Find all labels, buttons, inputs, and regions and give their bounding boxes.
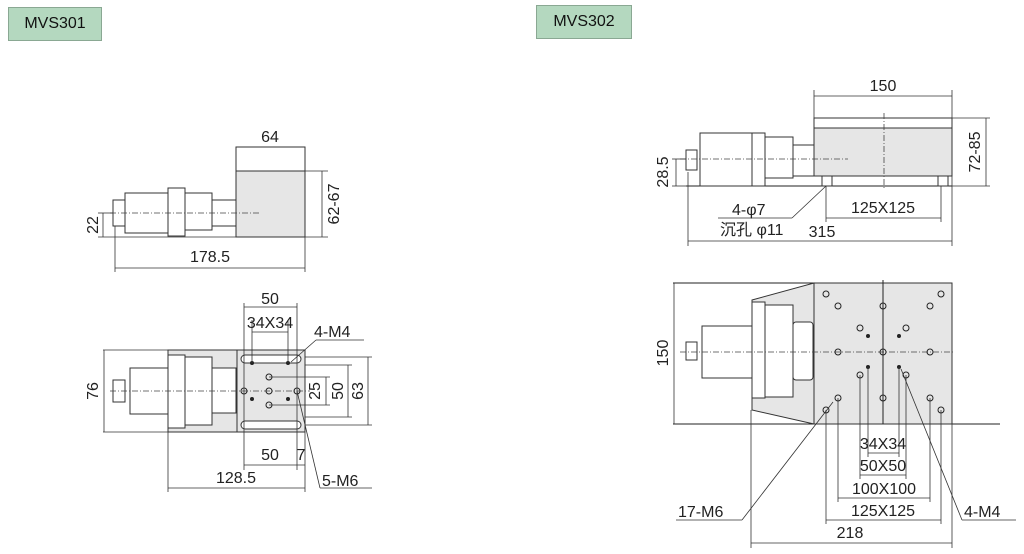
dim-axis-height: 22	[85, 216, 102, 234]
dim-mount-span: 125X125	[851, 200, 915, 217]
label-4-m4: 4-M4	[964, 504, 1001, 521]
dim-height: 62-67	[326, 183, 343, 224]
dim-bottom-50: 50	[261, 447, 279, 464]
mvs302-top-view: 150 34X34 50X50 100X100 125X125 218 17-M…	[655, 280, 1016, 548]
knob-icon	[685, 341, 698, 361]
dim-hole-span: 50	[261, 291, 279, 308]
label-mount-holes: 4-φ7	[732, 202, 766, 219]
label-17-m6: 17-M6	[678, 504, 723, 521]
dim-length: 315	[809, 224, 836, 241]
dim-50x50: 50X50	[860, 458, 906, 475]
dim-m4-span: 34X34	[247, 315, 293, 332]
dim-axis-height: 28.5	[655, 156, 672, 187]
label-counterbore: 沉孔 φ11	[720, 221, 784, 239]
dim-length: 178.5	[190, 249, 230, 266]
dim-width-63: 63	[350, 382, 367, 400]
model-badge-mvs302: MVS302	[536, 5, 632, 39]
dim-length: 218	[837, 525, 864, 542]
dim-offset-7: 7	[297, 447, 306, 464]
dim-125x125: 125X125	[851, 503, 915, 520]
dim-length: 128.5	[216, 470, 256, 487]
model-badge-mvs301: MVS301	[8, 7, 102, 41]
label-5-m6: 5-M6	[322, 473, 359, 490]
dim-width-76: 76	[85, 382, 102, 400]
dim-34x34: 34X34	[860, 436, 906, 453]
dim-top-width: 150	[870, 78, 897, 95]
mvs301-top-view: 76 50 34X34 4-M4 25 50 63 50 7 128.5 5-M…	[85, 291, 372, 492]
mvs301-side-view: 64 62-67 22 178.5	[85, 129, 343, 272]
dim-pitch-50: 50	[330, 382, 347, 400]
mvs302-side-view: 150 72-85 28.5 125X125 4-φ7 沉孔 φ11 315	[655, 78, 990, 246]
label-4-m4: 4-M4	[314, 324, 351, 341]
knob-icon	[685, 149, 698, 171]
dim-100x100: 100X100	[852, 481, 916, 498]
dim-height: 72-85	[967, 131, 984, 172]
dim-pitch-25: 25	[307, 382, 324, 400]
dim-width: 150	[655, 340, 672, 367]
dim-top-width: 64	[261, 129, 279, 146]
